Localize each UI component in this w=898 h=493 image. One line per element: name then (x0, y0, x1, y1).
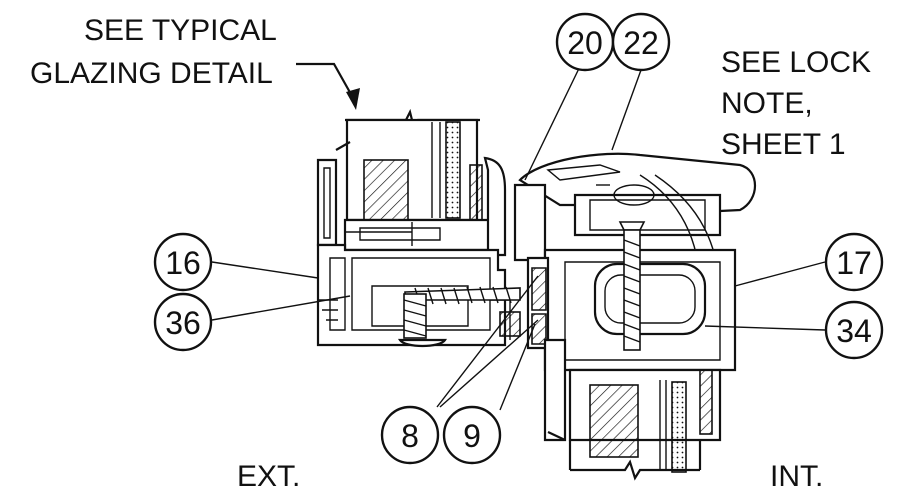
svg-text:20: 20 (567, 25, 603, 61)
callout-20: 20 (555, 12, 615, 72)
callout-16: 16 (153, 232, 213, 292)
leader-8a (436, 275, 539, 408)
callout-34: 34 (824, 300, 884, 360)
callout-8: 8 (380, 405, 440, 465)
leader-16 (211, 261, 319, 279)
glazing-leader-arrowhead (346, 88, 360, 110)
lock-screw-vertical (618, 221, 646, 351)
lower-glazing (543, 338, 722, 481)
svg-text:22: 22 (623, 25, 659, 61)
leader-17 (734, 261, 826, 287)
glazing-note-line1: SEE TYPICAL (84, 14, 277, 47)
leader-9 (499, 323, 536, 411)
interior-label: INT. (770, 460, 823, 493)
lock-note-line1: SEE LOCK (721, 46, 871, 79)
svg-text:8: 8 (401, 418, 419, 454)
leader-20 (524, 55, 586, 181)
leader-22 (611, 69, 642, 151)
frame-anchor-screw (403, 293, 427, 339)
lock-note-line2: NOTE, (721, 87, 813, 120)
lock-hardware (513, 152, 756, 301)
callout-9: 9 (442, 405, 502, 465)
glazing-note-line2: GLAZING DETAIL (30, 57, 273, 90)
leader-34 (704, 325, 826, 331)
svg-text:17: 17 (836, 245, 872, 281)
svg-text:36: 36 (165, 305, 201, 341)
glazing-leader-line (296, 62, 353, 97)
svg-text:34: 34 (836, 313, 872, 349)
svg-text:9: 9 (463, 418, 481, 454)
exterior-label: EXT. (237, 460, 300, 493)
svg-text:16: 16 (165, 245, 201, 281)
callout-22: 22 (611, 12, 671, 72)
lock-note-line3: SHEET 1 (721, 128, 846, 161)
leader-36 (211, 295, 351, 321)
callout-36: 36 (153, 292, 213, 352)
upper-frame-profile (316, 141, 507, 257)
callout-17: 17 (824, 232, 884, 292)
upper-glazing (345, 108, 483, 228)
leader-8b (439, 319, 539, 408)
